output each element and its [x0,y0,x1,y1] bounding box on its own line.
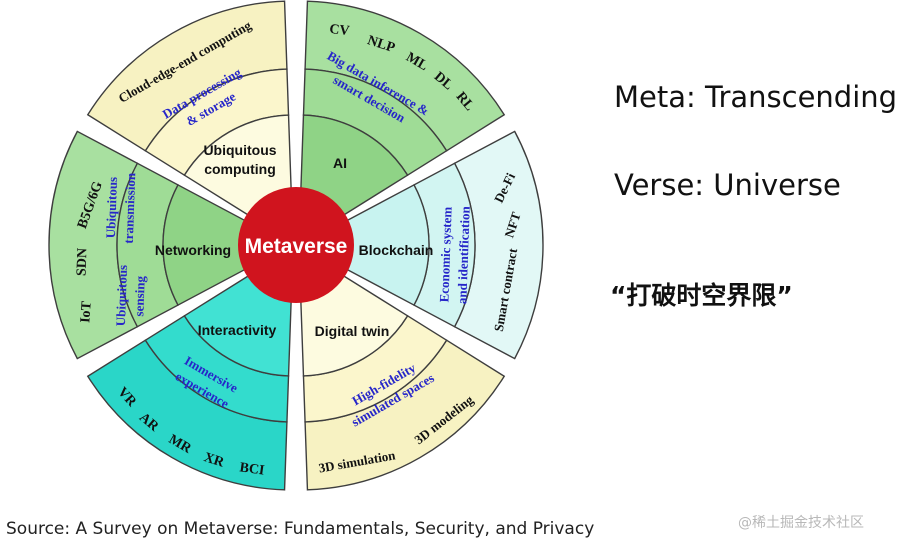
hub-layer: Metaverse [238,187,354,303]
middle-label: Ubiquitous [113,265,130,327]
chinese-quote: “打破时空界限” [610,281,793,310]
core-label: AI [333,155,347,171]
sector-ring-inner [162,183,293,307]
sector-networking [48,130,293,360]
meta-definition: Meta: Transcending [614,80,898,114]
source-caption: Source: A Survey on Metaverse: Fundament… [6,519,595,539]
outer-label: SDN [75,248,91,277]
outer-label: XR [202,450,227,471]
core-label: Digital twin [315,323,390,339]
sector-ring-inner [299,183,430,307]
outer-label: BCI [239,460,266,478]
core-label: Blockchain [359,242,434,258]
middle-label: Ubiquitous [103,177,120,239]
middle-label: Economic system [436,206,454,302]
core-label: Networking [155,242,231,258]
middle-label: transmission [121,172,138,244]
outer-label: IoT [78,300,95,323]
outer-label: CV [329,22,351,39]
verse-definition: Verse: Universe [614,168,841,202]
core-label: Ubiquitous [203,142,276,158]
middle-label: and identification [454,205,472,304]
watermark: @稀土掘金技术社区 [738,515,864,531]
sector-blockchain [299,130,544,360]
core-label: computing [204,161,276,177]
middle-label: sensing [131,275,147,316]
hub-circle [238,187,354,303]
core-label: Interactivity [198,322,277,338]
hub-label: Metaverse [245,235,348,258]
